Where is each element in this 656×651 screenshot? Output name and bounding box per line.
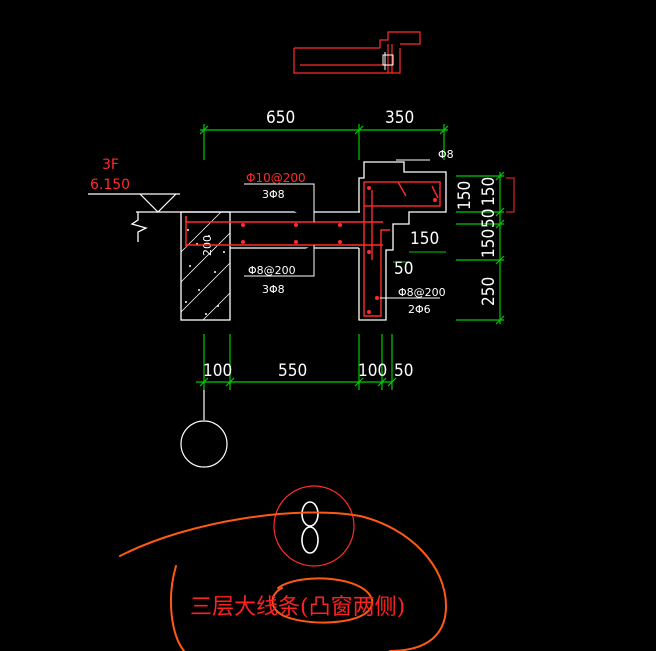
title-note: 三层大线条(凸窗两侧) bbox=[190, 595, 405, 620]
top-bars-label: 3Φ8 bbox=[262, 188, 285, 201]
right-dim-150-a: 150 bbox=[479, 177, 499, 206]
gap-dim: 50 bbox=[394, 259, 413, 279]
ledge-width-dim: 150 bbox=[410, 229, 439, 249]
right-small-bracket bbox=[506, 177, 515, 213]
ledge-bars-label: 2Φ6 bbox=[408, 303, 431, 316]
right-dim-250: 250 bbox=[479, 277, 499, 306]
bottom-dim-50: 50 bbox=[394, 361, 413, 381]
level-symbol bbox=[88, 193, 360, 213]
top-stirrup-label: Φ10@200 bbox=[246, 171, 306, 185]
inner-dims bbox=[393, 251, 446, 263]
leader-lines bbox=[244, 159, 440, 299]
axis-bubble bbox=[180, 390, 228, 468]
right-dim-150-c: 150 bbox=[479, 229, 499, 258]
bottom-dimension-line bbox=[196, 334, 397, 390]
bottom-dim-550: 550 bbox=[278, 361, 307, 381]
corner-bar-label: Φ8 bbox=[438, 148, 454, 161]
section-number-circle bbox=[273, 485, 355, 567]
bottom-bars-label: 3Φ8 bbox=[262, 283, 285, 296]
rebar-dots bbox=[241, 186, 437, 314]
bottom-dim-100-a: 100 bbox=[203, 361, 232, 381]
ledge-stirrup-label: Φ8@200 bbox=[398, 286, 446, 299]
key-plan-white-marks bbox=[382, 52, 394, 70]
bottom-dim-100-b: 100 bbox=[358, 361, 387, 381]
floor-label: 3F bbox=[102, 157, 119, 173]
right-dimension-line bbox=[456, 171, 505, 325]
rebar-lines bbox=[185, 181, 441, 317]
section-number-glyph bbox=[301, 501, 319, 554]
markup-scribbles bbox=[119, 511, 448, 651]
top-dim-650: 650 bbox=[266, 108, 295, 128]
top-dimension-line bbox=[199, 124, 449, 160]
right-dim-150-b: 150 bbox=[455, 181, 475, 210]
section-outline bbox=[130, 161, 447, 321]
key-plan-sketch bbox=[293, 31, 421, 74]
bottom-stirrup-label: Φ8@200 bbox=[248, 264, 296, 277]
top-dim-350: 350 bbox=[385, 108, 414, 128]
right-dim-50: 50 bbox=[479, 209, 499, 228]
elevation-label: 6.150 bbox=[90, 177, 130, 193]
